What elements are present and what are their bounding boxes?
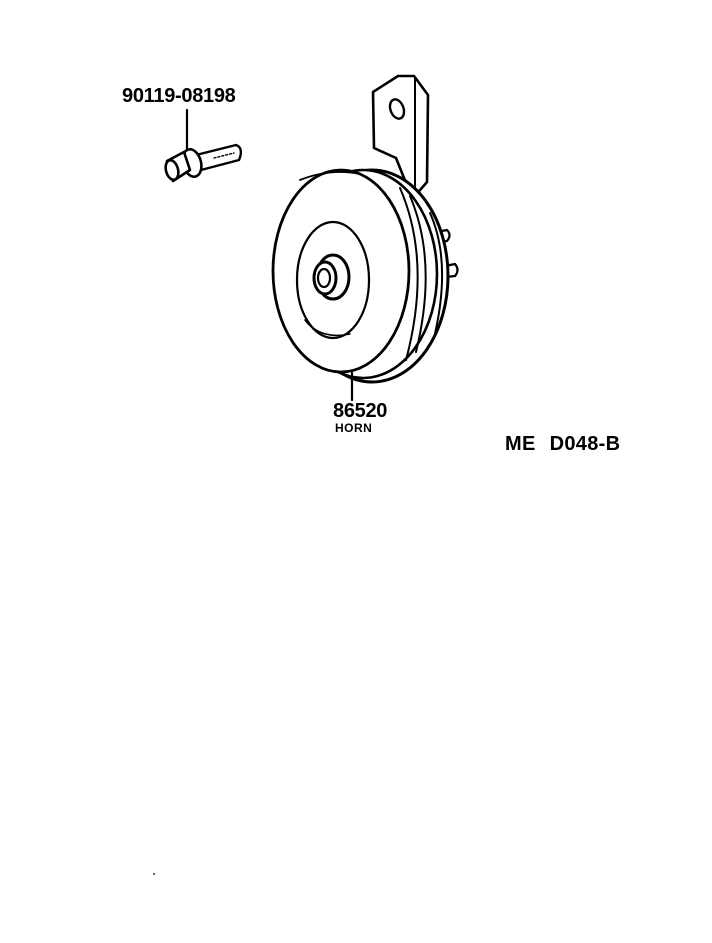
figure-code-id: D048-B [549,433,621,455]
bolt-drawing [164,143,243,183]
horn-part-number: 86520 [333,400,388,422]
figure-code-prefix: ME [505,433,536,455]
horn-body [271,168,450,384]
horn-face [295,220,371,340]
figure-code: ME D048-B [505,434,620,454]
horn-center-nut [312,253,351,301]
bolt-part-number: 90119-08198 [122,85,236,107]
speck [153,873,155,875]
horn-part-name: HORN [335,421,373,435]
mounting-bracket [371,74,430,199]
